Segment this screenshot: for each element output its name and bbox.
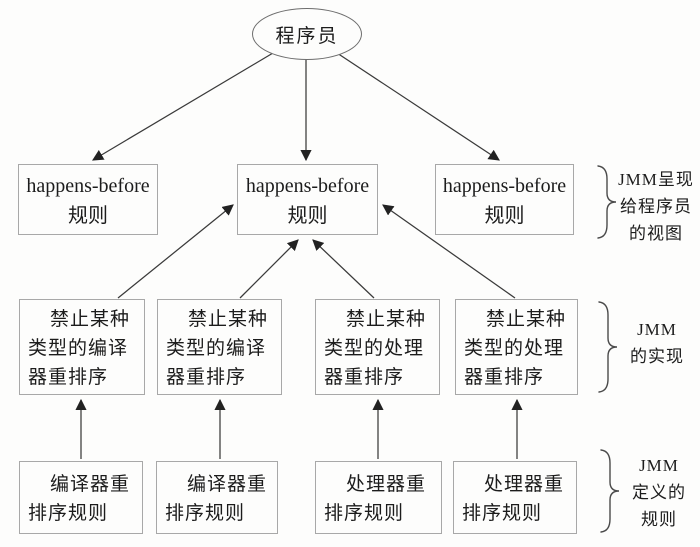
label-jmm-defined-rules: JMM 定义的 规则 xyxy=(613,452,700,533)
impl2-line2: 类型的编译 xyxy=(166,338,267,359)
box-happens-before-2: happens-before 规则 xyxy=(237,164,378,235)
hb2-line2: 规则 xyxy=(287,205,328,227)
impl1-line3: 器重排序 xyxy=(28,367,109,388)
box-forbid-processor-reorder-1: 禁止某种 类型的处理 器重排序 xyxy=(315,299,440,395)
rule2-line2: 排序规则 xyxy=(165,503,246,524)
label-jmm-view-line2: 给程序员 xyxy=(620,197,692,216)
box-happens-before-1: happens-before 规则 xyxy=(18,164,158,235)
arrow-programmer-to-hb3 xyxy=(336,52,500,161)
label-jmm-rules-line1: JMM xyxy=(639,456,679,475)
impl3-line1: 禁止某种 xyxy=(346,309,427,330)
rule1-line2: 排序规则 xyxy=(28,503,109,524)
box-processor-reorder-rules-2: 处理器重 排序规则 xyxy=(453,461,577,534)
arrow-impl3-to-hb2 xyxy=(312,239,375,299)
box-forbid-compiler-reorder-2: 禁止某种 类型的编译 器重排序 xyxy=(157,299,282,395)
programmer-ellipse: 程序员 xyxy=(252,8,362,60)
impl2-line3: 器重排序 xyxy=(166,367,247,388)
impl1-line2: 类型的编译 xyxy=(28,338,129,359)
hb1-line1: happens-before xyxy=(26,175,150,197)
impl3-line2: 类型的处理 xyxy=(324,338,425,359)
programmer-label: 程序员 xyxy=(275,25,339,47)
rule3-line2: 排序规则 xyxy=(324,503,405,524)
rule4-line2: 排序规则 xyxy=(462,503,543,524)
arrow-impl2-to-hb2 xyxy=(239,239,299,299)
box-compiler-reorder-rules-1: 编译器重 排序规则 xyxy=(19,461,143,534)
label-jmm-rules-line3: 规则 xyxy=(641,510,677,529)
impl4-line1: 禁止某种 xyxy=(486,309,567,330)
rule4-line1: 处理器重 xyxy=(484,474,565,495)
label-jmm-view: JMM呈现 给程序员 的视图 xyxy=(610,166,700,247)
rule3-line1: 处理器重 xyxy=(346,474,427,495)
rule2-line1: 编译器重 xyxy=(187,474,268,495)
label-jmm-impl-line1: JMM xyxy=(637,320,677,339)
box-processor-reorder-rules-1: 处理器重 排序规则 xyxy=(315,461,442,534)
label-jmm-implementation: JMM 的实现 xyxy=(611,316,700,370)
arrow-programmer-to-hb1 xyxy=(92,52,274,161)
label-jmm-view-line3: 的视图 xyxy=(629,224,683,243)
box-forbid-processor-reorder-2: 禁止某种 类型的处理 器重排序 xyxy=(455,299,578,395)
impl2-line1: 禁止某种 xyxy=(188,309,269,330)
label-jmm-view-line1: JMM呈现 xyxy=(618,170,694,189)
box-compiler-reorder-rules-2: 编译器重 排序规则 xyxy=(156,461,278,534)
impl4-line3: 器重排序 xyxy=(464,367,545,388)
label-jmm-impl-line2: 的实现 xyxy=(630,347,684,366)
hb1-line2: 规则 xyxy=(68,205,108,227)
rule1-line1: 编译器重 xyxy=(50,474,131,495)
hb3-line2: 规则 xyxy=(484,205,525,227)
hb2-line1: happens-before xyxy=(245,175,370,197)
label-jmm-rules-line2: 定义的 xyxy=(632,483,686,502)
impl3-line3: 器重排序 xyxy=(324,367,405,388)
impl1-line1: 禁止某种 xyxy=(50,309,131,330)
hb3-line1: happens-before xyxy=(442,175,567,197)
box-happens-before-3: happens-before 规则 xyxy=(435,164,574,235)
box-forbid-compiler-reorder-1: 禁止某种 类型的编译 器重排序 xyxy=(19,299,145,395)
impl4-line2: 类型的处理 xyxy=(464,338,565,359)
